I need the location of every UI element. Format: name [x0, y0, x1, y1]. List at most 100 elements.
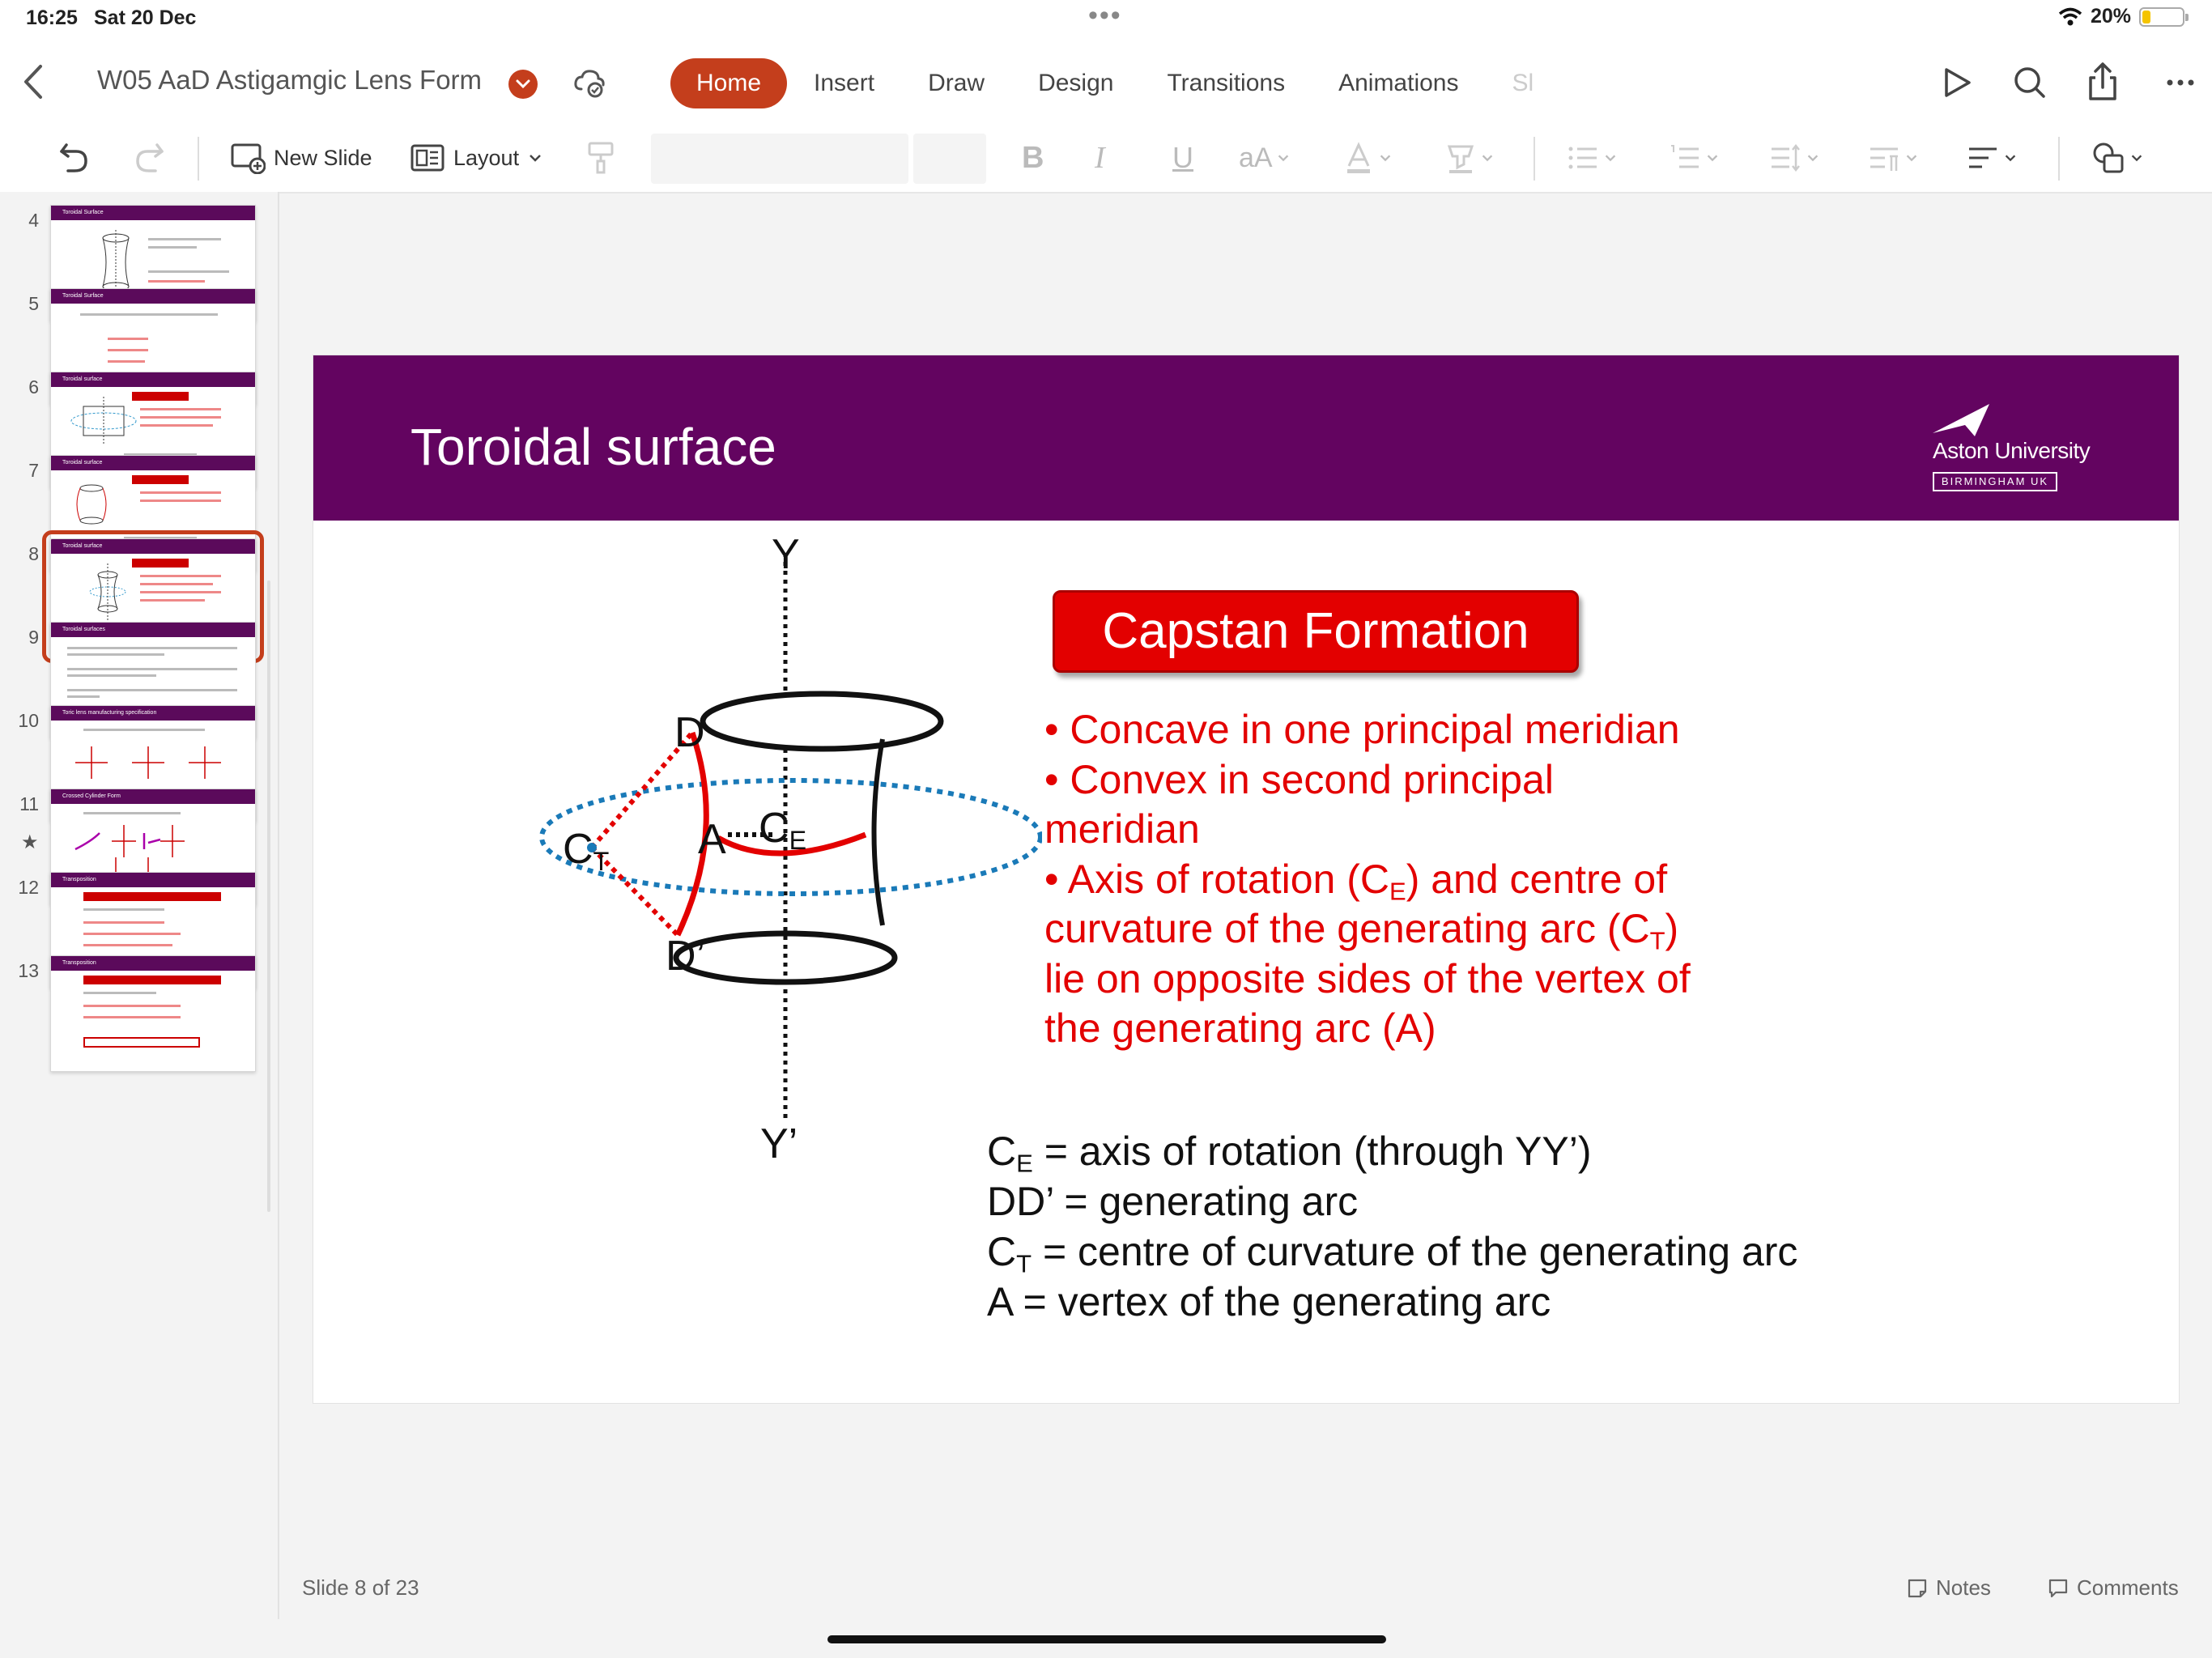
status-bar: 16:25 Sat 20 Dec ••• 20%	[0, 0, 2212, 40]
tab-design[interactable]: Design	[1038, 70, 1114, 96]
layout-button[interactable]: Layout	[410, 135, 543, 181]
bold-button[interactable]: B	[1022, 140, 1044, 175]
label-ct-letter: C	[563, 826, 593, 873]
label-d-prime: D’	[666, 933, 706, 980]
line-spacing-button[interactable]	[1768, 135, 1820, 181]
slide-thumbnail[interactable]: Transposition	[50, 955, 256, 1072]
bulleted-list-icon	[1568, 147, 1597, 169]
autosave-cloud-icon[interactable]	[572, 65, 607, 100]
underline-button[interactable]: U	[1172, 141, 1193, 174]
star-icon: ★	[21, 831, 39, 853]
document-title[interactable]: W05 AaD Astigamgic Lens Form	[97, 65, 483, 95]
font-name-field[interactable]	[651, 134, 908, 184]
thumbnail-title: Toroidal surfaces	[51, 623, 255, 637]
slide-counter: Slide 8 of 23	[302, 1575, 419, 1600]
multitask-dots-icon[interactable]: •••	[1088, 0, 1122, 31]
notes-label: Notes	[1936, 1575, 1991, 1600]
thumbnail-number: 4	[28, 210, 39, 231]
status-date: Sat 20 Dec	[94, 6, 197, 29]
bullet-convex: • Convex in second principal	[1044, 756, 1554, 802]
shapes-button[interactable]	[2091, 135, 2144, 181]
italic-button[interactable]: I	[1095, 141, 1105, 175]
thumbnail-title: Crossed Cylinder Form	[51, 789, 255, 804]
more-options-icon[interactable]	[2160, 60, 2201, 105]
label-ce-letter: C	[759, 805, 789, 852]
bullet-axis: • Axis of rotation (CE) and centre of	[1044, 855, 1757, 905]
definition-ct-subscript: T	[1016, 1249, 1032, 1278]
chevron-down-icon	[530, 155, 541, 162]
tab-transitions[interactable]: Transitions	[1167, 70, 1286, 96]
bullet-curvature-text: curvature of the generating arc (C	[1044, 906, 1650, 951]
logo-subtitle: BIRMINGHAM UK	[1933, 472, 2057, 491]
home-indicator[interactable]	[827, 1635, 1386, 1643]
thumbnail-title: Toric lens manufacturing specification	[51, 706, 255, 721]
align-button[interactable]	[1966, 135, 2018, 181]
thumbnail-diagram	[70, 397, 137, 445]
font-size-field[interactable]	[913, 134, 986, 184]
capstan-formation-title[interactable]: Capstan Formation	[1053, 590, 1579, 673]
label-ct-subscript: T	[593, 847, 610, 877]
undo-button[interactable]	[57, 135, 92, 181]
tab-slideshow-partial[interactable]: Sl	[1512, 70, 1534, 96]
bullet-convex-cont: meridian	[1044, 806, 1200, 852]
font-color-button[interactable]	[1342, 135, 1393, 181]
new-slide-icon	[231, 143, 266, 174]
thumbnail-scrollbar[interactable]	[267, 580, 270, 1212]
definition-ce-letter: C	[987, 1129, 1017, 1174]
logo-name: Aston University	[1933, 438, 2091, 463]
thumbnail-title: Toroidal Surface	[51, 289, 255, 304]
highlight-button[interactable]	[1444, 135, 1495, 181]
comments-button[interactable]: Comments	[2048, 1575, 2179, 1601]
share-icon[interactable]	[2082, 60, 2123, 105]
capstan-diagram-drawing	[539, 553, 1042, 1120]
title-bar: W05 AaD Astigamgic Lens Form Home Insert…	[0, 40, 2212, 125]
definitions-list[interactable]: CE = axis of rotation (through YY’) DD’ …	[987, 1126, 1878, 1327]
label-ce: CE	[759, 804, 806, 853]
aston-university-logo: Aston University BIRMINGHAM UK	[1933, 404, 2103, 491]
tab-draw[interactable]: Draw	[928, 70, 985, 96]
label-d: D	[674, 709, 705, 756]
slide-canvas[interactable]: Toroidal surface Aston University BIRMIN…	[313, 355, 2180, 1404]
panel-divider	[278, 192, 279, 1619]
undo-icon	[60, 143, 87, 172]
paragraph-button[interactable]	[1867, 135, 1919, 181]
tab-home[interactable]: Home	[670, 58, 788, 108]
new-slide-button[interactable]: New Slide	[230, 135, 372, 181]
thumbnail-title: Toroidal surface	[51, 456, 255, 470]
bullet-concave: • Concave in one principal meridian	[1044, 707, 1680, 752]
thumbnail-diagram	[76, 484, 107, 525]
redo-button[interactable]	[131, 135, 167, 181]
tab-animations[interactable]: Animations	[1338, 70, 1459, 96]
chevron-down-icon	[2005, 155, 2016, 162]
layout-label: Layout	[453, 145, 520, 170]
numbered-list-icon	[1671, 145, 1699, 168]
highlighter-icon	[1447, 145, 1474, 173]
bullets-button[interactable]	[1566, 135, 1618, 181]
format-painter-button[interactable]	[585, 135, 617, 181]
ribbon-toolbar: New Slide Layout B I U aA	[0, 125, 2212, 193]
battery-percent: 20%	[2090, 5, 2131, 28]
title-dropdown-chevron-icon[interactable]	[508, 70, 538, 99]
play-slideshow-icon[interactable]	[1937, 60, 1977, 105]
comment-icon	[2048, 1579, 2068, 1597]
thumbnail-slide-13[interactable]: 13 Transposition	[0, 949, 278, 1078]
search-icon[interactable]	[2010, 60, 2050, 105]
font-size-change-button[interactable]: aA	[1239, 135, 1291, 181]
bottom-status-bar: Slide 8 of 23 Notes Comments	[278, 1409, 2212, 1619]
thumbnail-number: 12	[18, 877, 39, 898]
definition-ct-text: = centre of curvature of the generating …	[1032, 1229, 1798, 1274]
label-y-prime: Y’	[760, 1120, 798, 1167]
tab-insert[interactable]: Insert	[814, 70, 875, 96]
slide-header-band: Toroidal surface Aston University BIRMIN…	[313, 355, 2179, 521]
numbering-button[interactable]	[1668, 135, 1720, 181]
redo-icon	[136, 143, 164, 172]
notes-button[interactable]: Notes	[1907, 1575, 1991, 1601]
chevron-down-icon	[1707, 155, 1718, 162]
slide-thumbnail-panel[interactable]: 4 Toroidal Surface 5 Toroidal Surface 6 …	[0, 192, 278, 1619]
bullet-list[interactable]: • Concave in one principal meridian • Co…	[1044, 705, 1757, 1054]
thumbnail-number: 13	[18, 960, 39, 981]
label-a: A	[698, 816, 726, 863]
slide-title[interactable]: Toroidal surface	[410, 418, 776, 476]
back-chevron-icon[interactable]	[18, 62, 47, 102]
line-spacing-icon	[1772, 143, 1800, 172]
